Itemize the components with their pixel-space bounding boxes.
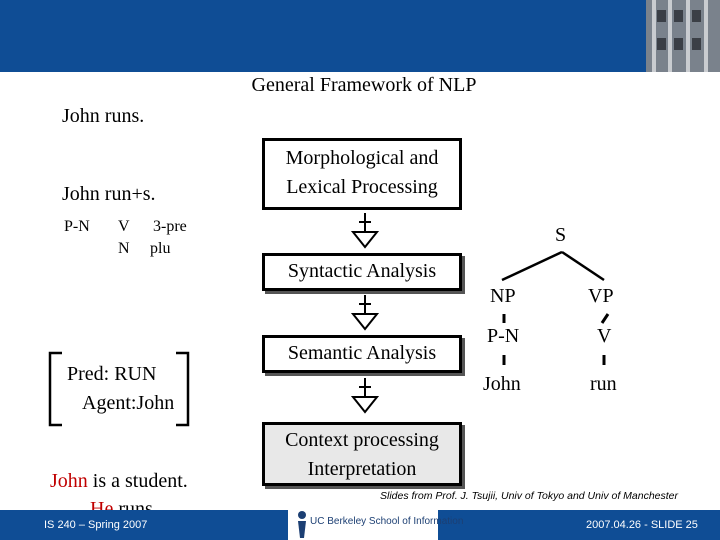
semantic-agent: Agent:John [82,392,175,414]
stage-context: Context processing Interpretation [262,422,462,486]
tree-edge-s-np [501,250,563,282]
stage-semantic: Semantic Analysis [262,335,462,373]
tag-3pre: 3-pre [153,218,187,235]
slide-credit: Slides from Prof. J. Tsujii, Univ of Tok… [380,490,679,502]
context-john: John [50,470,88,492]
tag-n: N [118,240,130,257]
down-arrow-icon [350,378,380,414]
header-bar [0,0,720,72]
stage-syntactic: Syntactic Analysis [262,253,462,291]
left-bracket [48,351,62,427]
tree-node-pn: P-N [487,325,520,347]
morph-result: John run+s. [62,183,156,205]
slide-title: General Framework of NLP [251,74,477,96]
semantic-pred: Pred: RUN [67,363,157,385]
stage-morphological: Morphological and Lexical Processing [262,138,462,210]
campus-building-photo [646,0,720,72]
tag-v: V [118,218,130,235]
school-logo [288,508,438,540]
down-arrow-icon [350,295,380,331]
tree-node-np: NP [490,285,516,307]
footer-course: IS 240 – Spring 2007 [44,519,148,531]
tree-node-s: S [555,224,567,246]
stage-morphological-line1: Morphological and [285,147,439,169]
tree-node-v: V [597,325,612,347]
footer-school: UC Berkeley School of Information [310,516,464,527]
tag-pn: P-N [64,218,90,235]
stage-context-line2: Interpretation [307,458,417,480]
tree-node-vp: VP [588,285,614,307]
right-bracket [176,351,190,427]
tree-edge-vp-v [600,313,610,324]
stage-morphological-line2: Lexical Processing [286,176,438,198]
down-arrow-icon [350,213,380,249]
tag-plu: plu [150,240,171,257]
stage-semantic-label: Semantic Analysis [287,342,437,364]
tree-leaf-john: John [483,373,521,395]
input-sentence: John runs. [62,105,145,127]
footer-slide-number: 2007.04.26 - SLIDE 25 [586,519,698,531]
context-line-1: John is a student. [50,470,188,493]
stage-syntactic-label: Syntactic Analysis [287,260,437,282]
context-rest-1: is a student. [87,470,188,492]
stage-context-line1: Context processing [285,429,439,451]
tree-leaf-run: run [590,373,617,395]
berkeley-figure-icon [298,511,306,538]
tree-edge-s-vp [561,250,605,282]
